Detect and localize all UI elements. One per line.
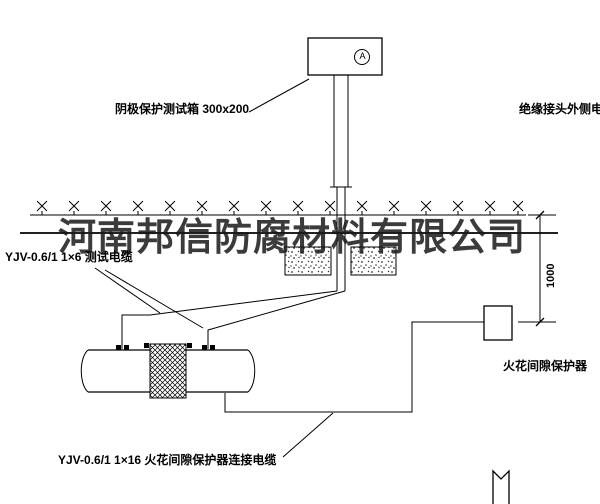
ammeter-symbol: A xyxy=(359,51,366,61)
ammeter-circle xyxy=(354,49,370,65)
leader-test-box xyxy=(248,78,310,113)
test-box xyxy=(307,37,383,76)
cable-terminal-dots xyxy=(116,343,215,350)
insulated-joint-cable-label: 绝缘接头外侧电缆 xyxy=(519,102,600,116)
test-cable-label: YJV-0.6/1 1×6 测试电缆 xyxy=(5,250,133,264)
dimension-line xyxy=(518,214,556,323)
spark-gap-protector-box xyxy=(483,305,513,341)
leader-test-cable xyxy=(94,267,204,329)
company-watermark: 河南邦信防腐材料有限公司 xyxy=(58,217,527,259)
test-cable-2-line xyxy=(207,290,346,349)
pipe-left-cap xyxy=(80,349,89,393)
dimension-1000-label: 1000 xyxy=(545,263,557,288)
foundation-left-block xyxy=(284,246,332,276)
post-upper xyxy=(330,75,352,188)
protector-cable-label: YJV-0.6/1 1×16 火花间隙保护器连接电缆 xyxy=(58,453,277,467)
corner-pipe-symbol xyxy=(492,469,510,504)
protector-cable-line xyxy=(224,321,484,413)
foundation-right-block xyxy=(350,246,397,276)
spark-gap-protector-label: 火花间隙保护器 xyxy=(503,359,588,373)
post-lower xyxy=(336,187,346,291)
test-cable-1-line xyxy=(121,290,338,349)
pipe-right-cap xyxy=(247,349,256,393)
dimension-ticks xyxy=(535,210,545,327)
leader-protector-cable xyxy=(282,412,334,458)
insulating-joint xyxy=(149,343,187,399)
test-box-label: 阴极保护测试箱 300x200 xyxy=(115,102,250,116)
